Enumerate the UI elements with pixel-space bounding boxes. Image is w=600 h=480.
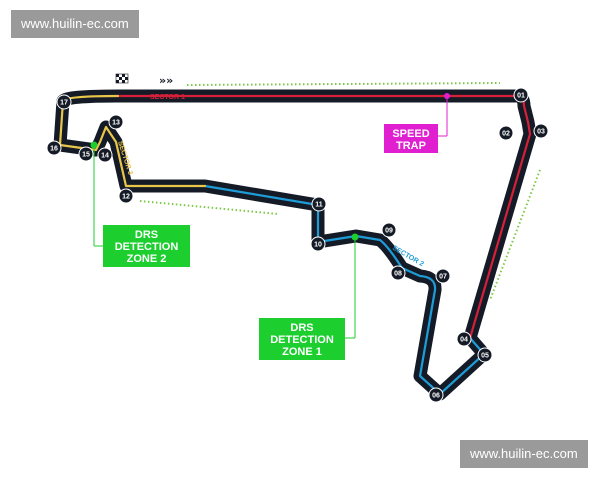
corner-01: 01 xyxy=(513,87,529,103)
corner-15: 15 xyxy=(78,146,94,162)
chequered-flag-icon xyxy=(115,73,129,84)
speed-trap-line-2: TRAP xyxy=(396,140,426,152)
corner-05: 05 xyxy=(477,347,493,363)
corner-03-label: 03 xyxy=(537,129,545,136)
watermark-bottom: www.huilin-ec.com xyxy=(460,440,588,468)
corner-12: 12 xyxy=(118,188,134,204)
corner-markers: 01 02 03 04 05 06 07 08 09 10 11 12 13 1… xyxy=(46,87,549,403)
corner-04-label: 04 xyxy=(460,337,468,344)
corner-10: 10 xyxy=(310,236,326,252)
corner-11-label: 11 xyxy=(315,202,323,209)
drs-zone-1-line-1: DRS xyxy=(290,322,313,334)
corner-13-label: 13 xyxy=(112,120,120,127)
drs-zone-2-box xyxy=(103,225,190,267)
drs-zone-1-marker xyxy=(351,233,359,241)
corner-13: 13 xyxy=(108,114,124,130)
corner-02: 02 xyxy=(498,125,514,141)
speed-trap-box xyxy=(384,124,438,153)
drs-zone-2-marker xyxy=(90,141,98,149)
drs-zone-1-line-2: DETECTION xyxy=(270,334,334,346)
corner-16-label: 16 xyxy=(50,146,58,153)
watermark-top: www.huilin-ec.com xyxy=(11,10,139,38)
corner-07: 07 xyxy=(435,268,451,284)
corner-09-label: 09 xyxy=(385,228,393,235)
drs-zone-turn3-straight xyxy=(489,169,541,301)
corner-12-label: 12 xyxy=(122,194,130,201)
corner-15-label: 15 xyxy=(82,152,90,159)
corner-17-label: 17 xyxy=(60,100,68,107)
sector-1-label: SECTOR 1 xyxy=(150,94,185,101)
corner-14-label: 14 xyxy=(101,153,109,160)
drs-zone-2-line-1: DRS xyxy=(135,229,158,241)
drs-zone-markers xyxy=(139,82,541,301)
drs-zone-main-straight xyxy=(186,82,501,86)
speed-trap-marker xyxy=(444,93,450,99)
corner-11: 11 xyxy=(311,196,327,212)
corner-01-label: 01 xyxy=(517,93,525,100)
corner-08-label: 08 xyxy=(394,271,402,278)
corner-06-label: 06 xyxy=(432,393,440,400)
drs-zone-2-line-2: DETECTION xyxy=(115,241,179,253)
drs-zone-back-straight xyxy=(139,200,279,215)
corner-03: 03 xyxy=(533,123,549,139)
corner-08: 08 xyxy=(390,265,406,281)
corner-09: 09 xyxy=(381,222,397,238)
corner-14: 14 xyxy=(97,147,113,163)
corner-16: 16 xyxy=(46,140,62,156)
corner-10-label: 10 xyxy=(314,242,322,249)
direction-chevrons-icon: »» xyxy=(159,74,173,87)
corner-02-label: 02 xyxy=(502,131,510,138)
sector-2-line xyxy=(203,184,486,396)
drs-zone-1-box xyxy=(259,318,345,360)
corner-06: 06 xyxy=(428,387,444,403)
drs-zone-1-line-3: ZONE 1 xyxy=(282,346,322,358)
speed-trap-line-1: SPEED xyxy=(392,128,429,140)
corner-17: 17 xyxy=(56,94,72,110)
corner-05-label: 05 xyxy=(481,353,489,360)
corner-04: 04 xyxy=(456,331,472,347)
drs-zone-2-line-3: ZONE 2 xyxy=(127,253,167,265)
corner-07-label: 07 xyxy=(439,274,447,281)
